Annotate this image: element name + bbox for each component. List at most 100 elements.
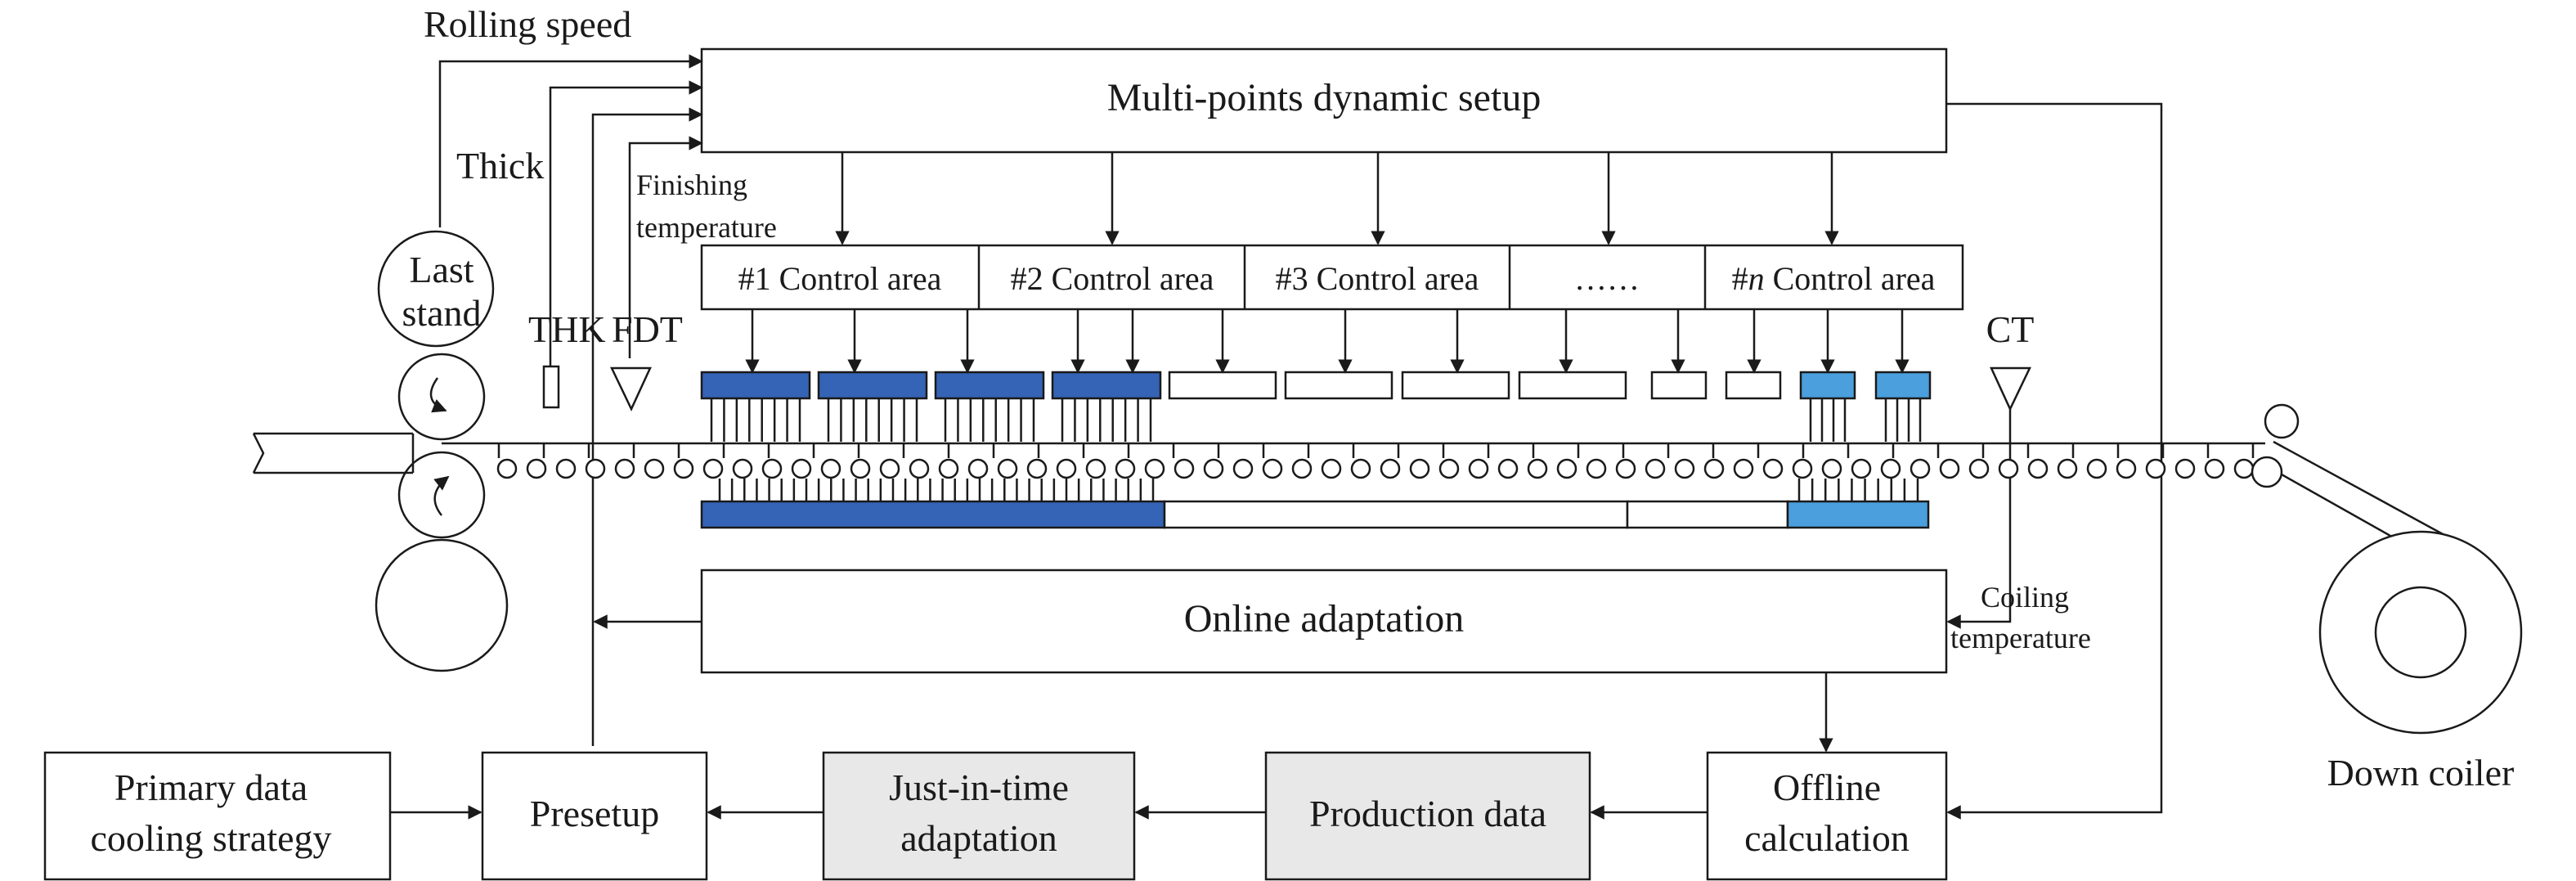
water-header: [1874, 371, 1932, 400]
thick-arrow: [549, 80, 703, 368]
fdt-sensor-icon: [610, 366, 652, 411]
runout-roller: [938, 458, 959, 479]
runout-roller: [820, 458, 841, 479]
runout-roller: [1056, 458, 1077, 479]
runout-roller: [1380, 458, 1401, 479]
presetup-label: Presetup: [530, 793, 659, 834]
jit-adaptation-label-1: Just-in-time: [889, 766, 1069, 808]
runout-roller: [850, 458, 871, 479]
production-data-box: [1264, 751, 1591, 881]
online-adaptation-label: Online adaptation: [1184, 597, 1465, 641]
thk-label: THK: [528, 308, 606, 350]
down-coiler-label: Down coiler: [2327, 752, 2515, 793]
down-coiler-mandrel: [2374, 586, 2467, 679]
runout-roller: [1733, 458, 1754, 479]
offline-calculation-box: [1706, 751, 1948, 881]
runout-roller: [1527, 458, 1548, 479]
primary-data-label-1: Primary data: [114, 766, 307, 808]
runout-roller: [1350, 458, 1371, 479]
primary-data-label-2: cooling strategy: [90, 817, 331, 859]
runout-roller: [1115, 458, 1136, 479]
thick-label: Thick: [456, 145, 544, 187]
runout-roller: [644, 458, 665, 479]
upper-roll-rotation-icon: [429, 377, 447, 413]
runout-roller: [1085, 458, 1106, 479]
runout-roller: [1851, 458, 1872, 479]
runout-roller: [1438, 458, 1460, 479]
rolling-speed-label: Rolling speed: [424, 3, 631, 45]
last-stand-label-1: Last: [409, 249, 473, 290]
water-header: [1518, 371, 1627, 400]
finishing-temperature-label-1: Finishing: [636, 169, 747, 201]
water-header: [700, 371, 811, 400]
runout-roller: [1262, 458, 1283, 479]
offline-calculation-label-1: Offline: [1773, 766, 1881, 808]
runout-roller: [2057, 458, 2078, 479]
runout-roller: [2174, 458, 2196, 479]
runout-roller: [1703, 458, 1725, 479]
bottom-header-inactive-2: [1626, 500, 1789, 529]
lower-backup-roll: [375, 538, 509, 672]
down-coiler-pinch-roll-lower: [2251, 456, 2283, 488]
water-header: [1725, 371, 1782, 400]
runout-table-rollers: [496, 443, 2255, 479]
finishing-temperature-label-2: temperature: [636, 211, 777, 244]
runout-roller: [1291, 458, 1313, 479]
online-adaptation-box: [700, 569, 1948, 674]
control-area-label: #1 Control area: [738, 260, 942, 297]
lower-roll-rotation-icon: [433, 475, 450, 516]
water-header: [1401, 371, 1510, 400]
runout-roller: [2145, 458, 2166, 479]
control-area-label: #n Control area: [1732, 260, 1936, 297]
runout-roller: [1026, 458, 1048, 479]
control-area-row: [700, 244, 1964, 311]
production-data-label: Production data: [1309, 793, 1546, 834]
runout-roller: [526, 458, 547, 479]
jit-adaptation-label-2: adaptation: [900, 817, 1057, 859]
runout-roller: [2204, 458, 2225, 479]
coiling-temperature-label-2: temperature: [1950, 622, 2091, 654]
runout-roller: [1792, 458, 1813, 479]
runout-roller: [1203, 458, 1224, 479]
multi-points-setup-label: Multi-points dynamic setup: [1107, 76, 1542, 119]
control-area-label: #2 Control area: [1011, 260, 1214, 297]
bottom-header-active: [700, 500, 1166, 529]
runout-roller: [1615, 458, 1636, 479]
runout-roller: [1998, 458, 2019, 479]
runout-roller: [1910, 458, 1931, 479]
runout-roller: [555, 458, 577, 479]
runout-roller: [791, 458, 812, 479]
runout-roller: [585, 458, 606, 479]
runout-roller: [967, 458, 989, 479]
bottom-header-fine: [1786, 500, 1930, 529]
water-header: [1284, 371, 1393, 400]
runout-roller: [2027, 458, 2049, 479]
strip-entry: [252, 432, 413, 474]
thk-sensor: [542, 365, 560, 409]
runout-roller: [2086, 458, 2107, 479]
control-area-label: #3 Control area: [1276, 260, 1479, 297]
runout-roller: [1880, 458, 1901, 479]
runout-roller: [1232, 458, 1254, 479]
down-coiler-pinch-roll-upper: [2264, 403, 2300, 439]
presetup-box: [481, 751, 708, 881]
fdt-label: FDT: [612, 308, 683, 350]
runout-roller: [1586, 458, 1607, 479]
bottom-header-inactive-1: [1163, 500, 1629, 529]
water-header: [1051, 371, 1162, 400]
control-area-labels: #1 Control area #2 Control area #3 Control…: [738, 260, 1936, 297]
water-headers: [700, 309, 1932, 501]
runout-roller: [997, 458, 1018, 479]
primary-data-box: [43, 751, 392, 881]
runout-roller: [1497, 458, 1519, 479]
runout-roller: [2116, 458, 2137, 479]
coiling-temperature-label-1: Coiling: [1981, 581, 2069, 614]
runout-roller: [1968, 458, 1990, 479]
runout-roller: [2233, 458, 2255, 479]
ct-to-online-arrow: [1946, 409, 2012, 629]
runout-roller: [1939, 458, 1960, 479]
last-stand-roll: [377, 230, 495, 348]
runout-roller: [909, 458, 930, 479]
water-header: [1650, 371, 1708, 400]
runout-roller: [1645, 458, 1666, 479]
